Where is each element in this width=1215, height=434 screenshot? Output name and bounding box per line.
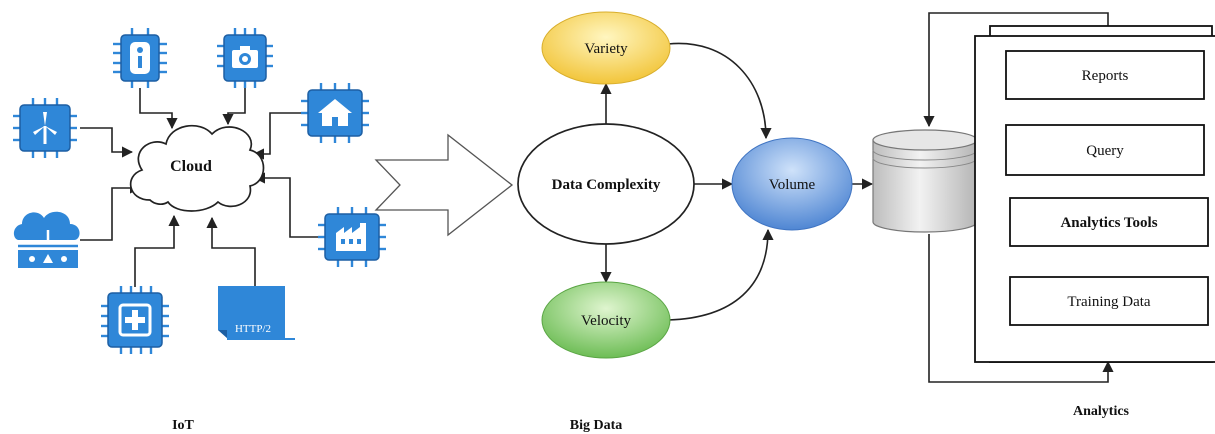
analytics-tools-label: Analytics Tools [1060, 215, 1157, 231]
velocity-node: Velocity [541, 281, 671, 359]
big-data-connectors [600, 42, 874, 321]
house-icon [301, 83, 369, 143]
data-complexity-label: Data Complexity [552, 177, 661, 193]
velocity-label: Velocity [581, 313, 631, 329]
wind-turbine-icon [13, 98, 77, 158]
analytics-section-label: Analytics [1073, 404, 1130, 419]
variety-label: Variety [584, 41, 628, 57]
database-icon [872, 129, 978, 233]
analytics-item-query: Query [1005, 124, 1205, 176]
variety-node: Variety [541, 11, 671, 85]
analytics-item-tools: Analytics Tools [1009, 197, 1209, 247]
iot-connectors [80, 88, 322, 287]
transition-arrow [374, 133, 514, 237]
big-data-section-label: Big Data [570, 418, 623, 433]
training-data-label: Training Data [1067, 294, 1151, 310]
data-complexity-node: Data Complexity [517, 123, 695, 245]
analytics-item-reports: Reports [1005, 50, 1205, 100]
info-icon [113, 28, 167, 88]
cloud-network-icon [13, 211, 80, 268]
reports-label: Reports [1082, 68, 1129, 84]
cloud-node: Cloud [129, 124, 265, 212]
medical-icon [101, 286, 169, 354]
http-document-icon: HTTP/2 [218, 286, 295, 340]
analytics-item-training: Training Data [1009, 276, 1209, 326]
analytics-connectors [923, 12, 1114, 383]
http-label: HTTP/2 [235, 323, 271, 335]
volume-node: Volume [731, 137, 853, 231]
volume-label: Volume [769, 177, 816, 193]
query-label: Query [1086, 143, 1124, 159]
iot-section-label: IoT [172, 418, 194, 433]
camera-icon [217, 28, 273, 88]
cloud-label: Cloud [170, 158, 212, 175]
factory-icon [318, 207, 386, 267]
